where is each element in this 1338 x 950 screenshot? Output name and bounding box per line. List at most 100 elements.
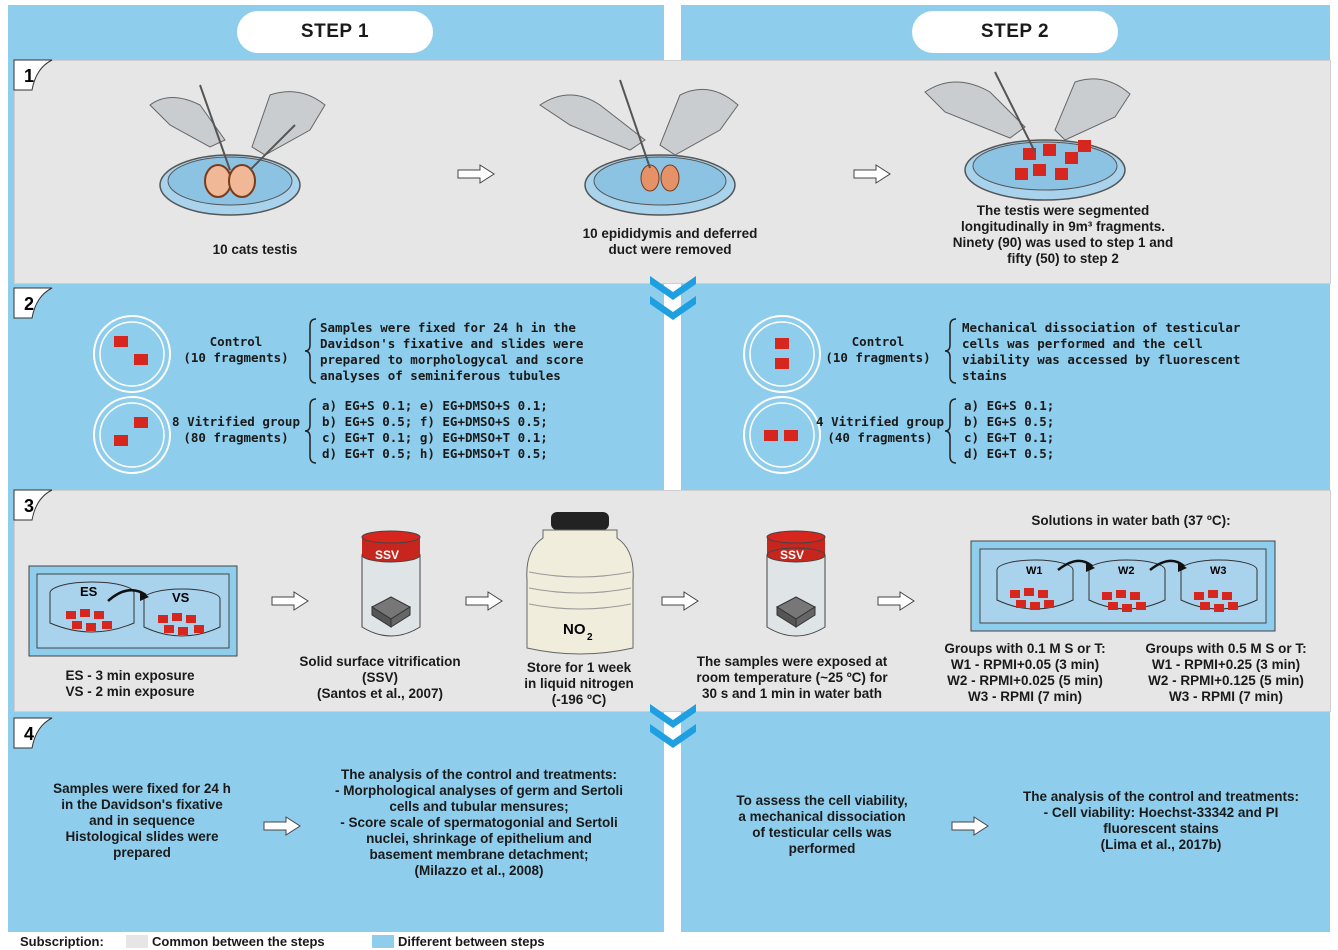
caption-line: W2 - RPMI+0.125 (5 min) <box>1148 673 1304 688</box>
vitrified-dish-icon <box>93 396 171 474</box>
caption-line: Samples were fixed for 24 h <box>53 781 231 796</box>
chevron-down-icon <box>650 704 696 748</box>
desc-line: stains <box>962 368 1008 383</box>
left-vitrified-groups: a) EG+S 0.1; e) EG+DMSO+S 0.1; b) EG+S 0… <box>322 398 548 462</box>
caption-line: Solid surface vitrification <box>299 654 461 669</box>
left-control-desc: Samples were fixed for 24 h in the David… <box>320 320 583 384</box>
row-number-1: 1 <box>24 66 34 86</box>
testis-dish-illustration <box>149 84 326 216</box>
caption-line: fluorescent stains <box>1103 821 1219 836</box>
tank-caption: Store for 1 week in liquid nitrogen (-19… <box>504 660 654 708</box>
caption-line: Histological slides were <box>65 829 219 844</box>
row4-right-b: The analysis of the control and treatmen… <box>1000 789 1322 853</box>
left-control-label: Control (10 fragments) <box>176 334 296 366</box>
caption-line: duct were removed <box>608 242 732 257</box>
caption-line: W3 - RPMI (7 min) <box>968 689 1082 704</box>
control-dish-icon <box>93 315 171 393</box>
step2-header: STEP 2 <box>912 11 1118 53</box>
legend-swatch-different <box>372 935 394 948</box>
caption-line: cells and tubular mensures; <box>389 799 569 814</box>
group-line: b) EG+S 0.5; <box>964 414 1055 429</box>
row4-right-a: To assess the cell viability, a mechanic… <box>706 793 938 857</box>
ssv-caption: Solid surface vitrification (SSV) (Santo… <box>280 654 480 702</box>
row-number-tab-2: 2 <box>13 287 53 319</box>
desc-line: Mechanical dissociation of testicular <box>962 320 1241 335</box>
desc-line: Davidson's fixative and slides were <box>320 336 584 351</box>
caption-line: room temperature (~25 ºC) for <box>696 670 888 685</box>
label-line: (10 fragments) <box>183 350 289 365</box>
caption-line: Ninety (90) was used to step 1 and <box>952 235 1174 250</box>
arrow-right-icon <box>263 816 301 836</box>
legend-swatch-common <box>126 935 148 948</box>
caption-line: Groups with 0.1 M S or T: <box>944 641 1106 656</box>
caption-line: fifty (50) to step 2 <box>1007 251 1119 266</box>
right-control-label: Control (10 fragments) <box>818 334 938 366</box>
fragments-dish-illustration <box>924 71 1131 201</box>
brace-icon <box>944 398 957 464</box>
caption-line: The samples were exposed at <box>696 654 888 669</box>
ssv-tube-illustration: SSV <box>361 530 421 637</box>
caption-line: W2 - RPMI+0.025 (5 min) <box>947 673 1103 688</box>
caption-line: The analysis of the control and treatmen… <box>340 767 618 782</box>
caption-line: W3 - RPMI (7 min) <box>1169 689 1283 704</box>
caption-line: The testis were segmented <box>976 203 1150 218</box>
caption-line: - Cell viability: Hoechst-33342 and PI <box>1043 805 1279 820</box>
control-dish-icon <box>743 315 821 393</box>
caption-line: and in sequence <box>89 813 195 828</box>
right-vitrified-groups: a) EG+S 0.1; b) EG+S 0.5; c) EG+T 0.1; d… <box>964 398 1054 462</box>
caption-line: basement membrane detachment; <box>369 847 589 862</box>
label-line: 8 Vitrified group <box>172 414 300 429</box>
group-line: d) EG+T 0.5; <box>964 446 1055 461</box>
caption-line: of testicular cells was <box>752 825 892 840</box>
es-label: ES <box>80 584 98 599</box>
caption-line: W1 - RPMI+0.05 (3 min) <box>950 657 1100 672</box>
group-line: a) EG+S 0.1; <box>964 398 1055 413</box>
caption-line: (SSV) <box>361 670 398 685</box>
caption-line: (Lima et al., 2017b) <box>1100 837 1222 852</box>
brace-icon <box>304 398 317 464</box>
caption-line: To assess the cell viability, <box>736 793 908 808</box>
row-number-2: 2 <box>24 294 34 314</box>
group-line: b) EG+S 0.5; f) EG+DMSO+S 0.5; <box>322 414 548 429</box>
group-line: c) EG+T 0.1; g) EG+DMSO+T 0.1; <box>322 430 548 445</box>
caption-line: (Santos et al., 2007) <box>316 686 444 701</box>
ssv2-label: SSV <box>780 548 804 562</box>
step1-header: STEP 1 <box>237 11 433 53</box>
caption-line: - Score scale of spermatogonial and Sert… <box>340 815 618 830</box>
exposure-caption: ES - 3 min exposure VS - 2 min exposure <box>40 668 220 700</box>
caption-line: longitudinally in 9m³ fragments. <box>960 219 1166 234</box>
arrow-right-icon <box>853 164 891 184</box>
row1-caption-1: 10 cats testis <box>212 242 298 257</box>
right-control-desc: Mechanical dissociation of testicular ce… <box>962 320 1240 384</box>
left-vitrified-label: 8 Vitrified group (80 fragments) <box>172 414 300 446</box>
ssv-label: SSV <box>375 548 399 562</box>
desc-line: cells was performed and the cell <box>962 336 1203 351</box>
vitrified-dish-icon <box>743 396 821 474</box>
arrow-right-icon <box>465 591 503 611</box>
groups-01-caption: Groups with 0.1 M S or T: W1 - RPMI+0.05… <box>926 641 1124 705</box>
water-bath-illustration: W1 W2 W3 <box>970 540 1276 632</box>
caption-line: in the Davidson's fixative <box>61 797 223 812</box>
arrow-right-icon <box>877 591 915 611</box>
row-number-tab-3: 3 <box>13 489 53 521</box>
brace-icon <box>304 318 317 384</box>
caption-line: Store for 1 week <box>526 660 632 675</box>
caption-line: - Morphological analyses of germ and Ser… <box>334 783 624 798</box>
w1-label: W1 <box>1026 565 1043 577</box>
tank-label-sub: 2 <box>587 632 593 643</box>
legend-label-common: Common between the steps <box>152 934 325 949</box>
row1-caption-2: 10 epididymis and deferred duct were rem… <box>560 226 780 258</box>
row4-left-a: Samples were fixed for 24 h in the David… <box>28 781 256 861</box>
ssv-tube-illustration: SSV <box>766 530 826 637</box>
caption-line: performed <box>788 841 856 856</box>
group-line: d) EG+T 0.5; h) EG+DMSO+T 0.5; <box>322 446 548 461</box>
caption-line: nuclei, shrinkage of epithelium and <box>366 831 592 846</box>
brace-icon <box>944 318 957 384</box>
label-line: Control <box>209 334 263 349</box>
caption-line: 30 s and 1 min in water bath <box>701 686 883 701</box>
desc-line: Samples were fixed for 24 h in the <box>320 320 576 335</box>
caption-line: ES - 3 min exposure <box>65 668 195 683</box>
group-line: c) EG+T 0.1; <box>964 430 1055 445</box>
row-number-tab-1: 1 <box>13 59 53 91</box>
groups-05-caption: Groups with 0.5 M S or T: W1 - RPMI+0.25… <box>1126 641 1326 705</box>
